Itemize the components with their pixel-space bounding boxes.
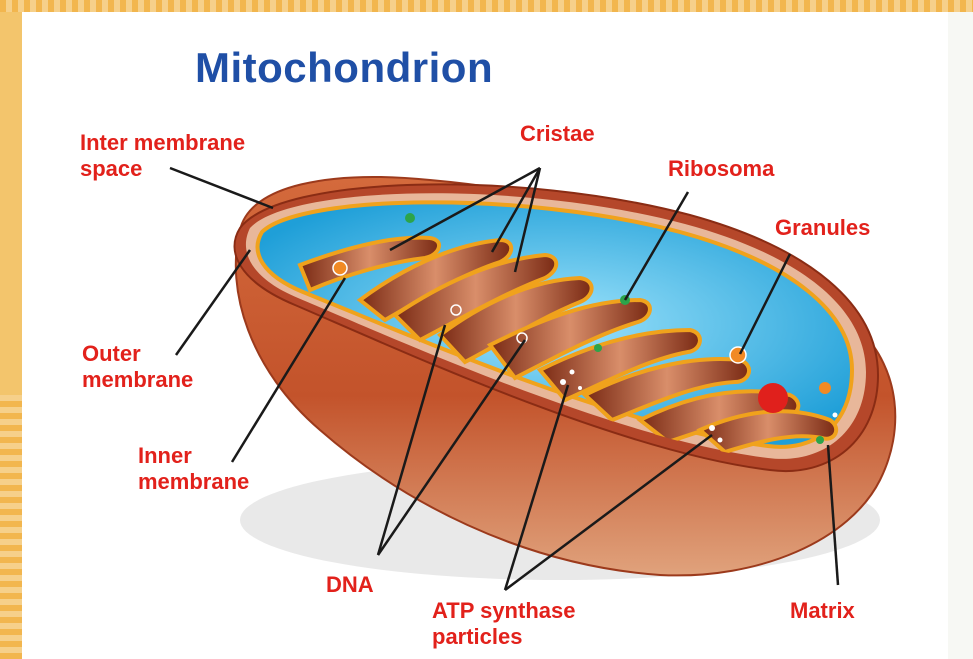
label-matrix: Matrix: [790, 598, 855, 624]
label-inner-membrane-line1: Inner: [138, 443, 249, 469]
label-inter-membrane-space: Inter membrane space: [80, 130, 245, 182]
label-atp-line2: particles: [432, 624, 575, 650]
label-outer-membrane-line2: membrane: [82, 367, 193, 393]
label-dna: DNA: [326, 572, 374, 598]
label-granules: Granules: [775, 215, 870, 241]
label-atp-line1: ATP synthase: [432, 598, 575, 624]
label-inter-membrane-space-line1: Inter membrane: [80, 130, 245, 156]
label-outer-membrane-line1: Outer: [82, 341, 193, 367]
label-inter-membrane-space-line2: space: [80, 156, 245, 182]
label-atp-synthase-particles: ATP synthase particles: [432, 598, 575, 650]
label-inner-membrane-line2: membrane: [138, 469, 249, 495]
label-outer-membrane: Outer membrane: [82, 341, 193, 393]
label-ribosoma: Ribosoma: [668, 156, 774, 182]
label-inner-membrane: Inner membrane: [138, 443, 249, 495]
label-cristae: Cristae: [520, 121, 595, 147]
